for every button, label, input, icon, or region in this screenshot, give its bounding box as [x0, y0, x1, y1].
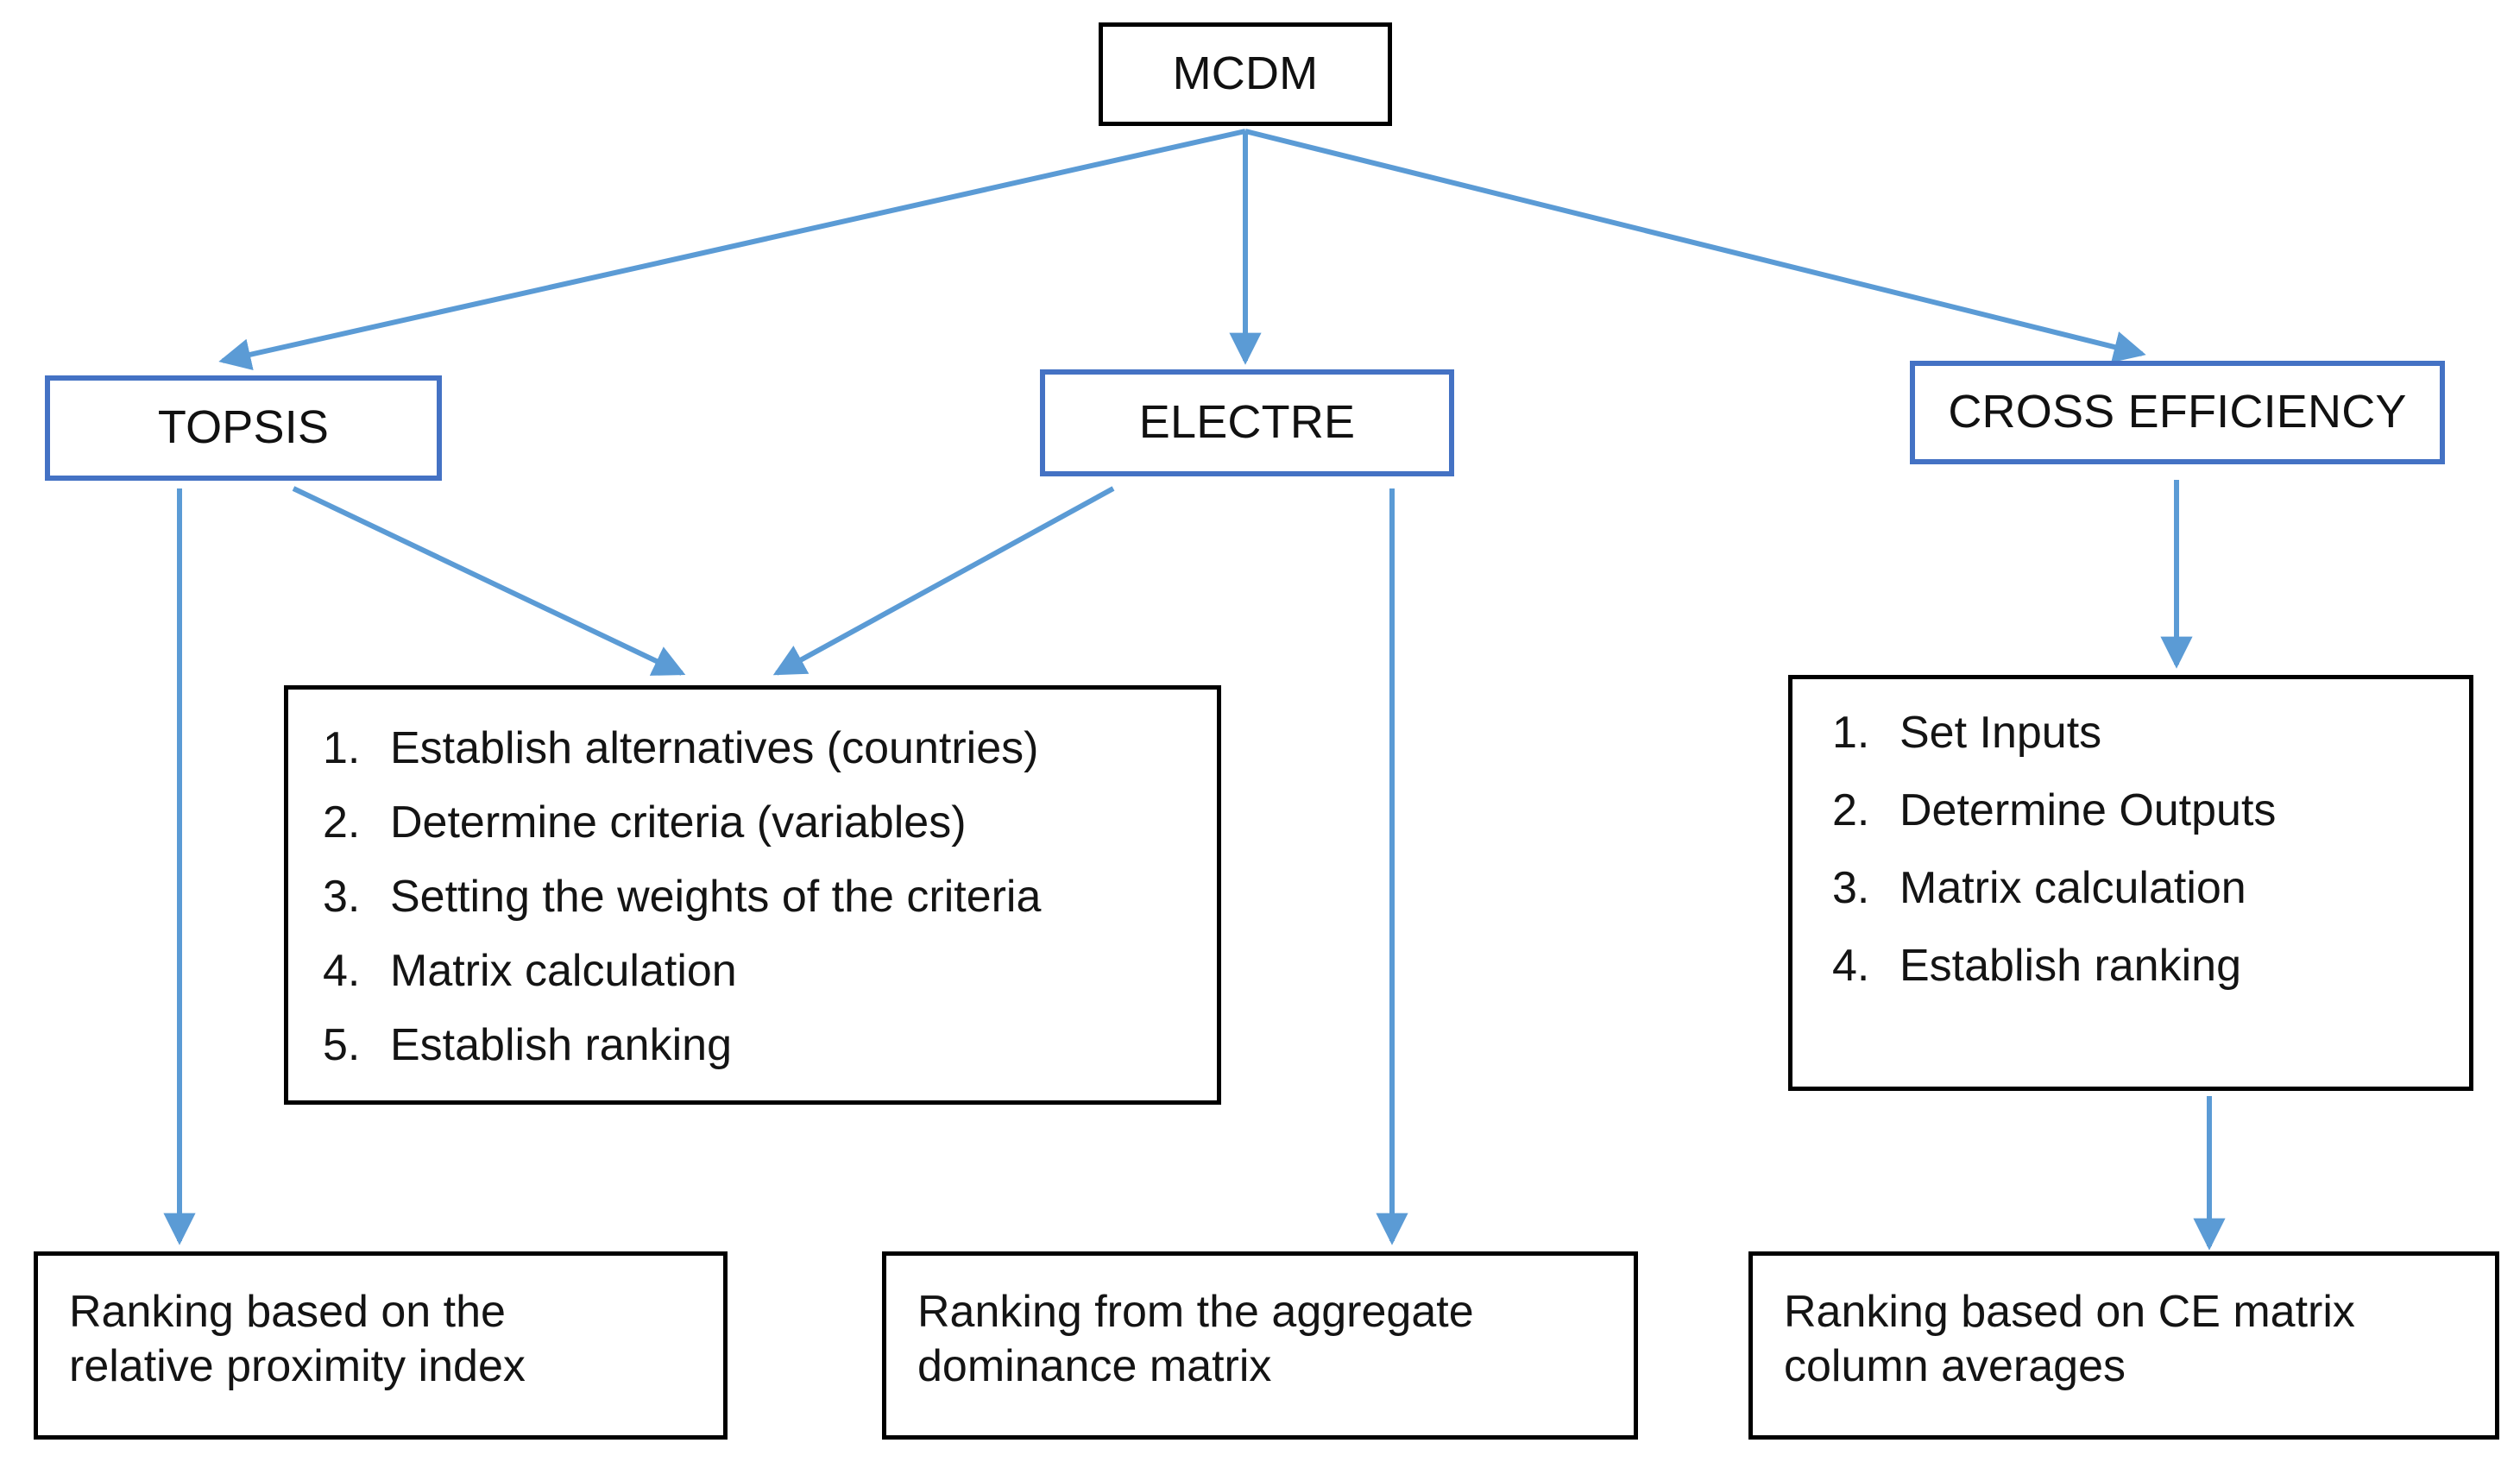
list-item: 4. Establish ranking — [1832, 943, 2469, 988]
connector-topsis-to-shared-steps — [292, 486, 686, 676]
step-text: Set Inputs — [1899, 708, 2102, 758]
node-electre[interactable]: ELECTRE — [1040, 369, 1454, 476]
electre-outcome-text: Ranking from the aggregate dominance mat… — [917, 1285, 1634, 1395]
step-text: Matrix calculation — [390, 946, 737, 996]
node-electre-label: ELECTRE — [1138, 396, 1356, 449]
topsis-outcome-text: Ranking based on the relative proximity … — [69, 1285, 723, 1395]
node-cross-efficiency-label: CROSS EFFICIENCY — [1948, 386, 2407, 438]
outcome-line: Ranking based on CE matrix — [1784, 1287, 2355, 1337]
step-number: 4. — [323, 946, 361, 996]
step-text: Establish alternatives (countries) — [390, 723, 1039, 773]
list-item: 3. Matrix calculation — [1832, 866, 2469, 911]
node-shared-steps[interactable]: 1. Establish alternatives (countries) 2.… — [284, 685, 1221, 1105]
step-number: 5. — [323, 1020, 361, 1070]
step-number: 3. — [1832, 863, 1870, 913]
outcome-line: column averages — [1784, 1341, 2126, 1392]
list-item: 5. Establish ranking — [323, 1023, 1217, 1068]
node-ce-outcome[interactable]: Ranking based on CE matrix column averag… — [1748, 1251, 2499, 1440]
node-topsis-label: TOPSIS — [157, 401, 330, 454]
step-number: 2. — [1832, 785, 1870, 835]
node-ce-steps[interactable]: 1. Set Inputs 2. Determine Outputs 3. Ma… — [1788, 675, 2473, 1091]
node-cross-efficiency[interactable]: CROSS EFFICIENCY — [1910, 361, 2445, 464]
outcome-line: relative proximity index — [69, 1341, 526, 1392]
step-number: 3. — [323, 872, 361, 922]
shared-steps-list: 1. Establish alternatives (countries) 2.… — [323, 726, 1217, 1068]
node-topsis[interactable]: TOPSIS — [45, 375, 442, 481]
list-item: 2. Determine criteria (variables) — [323, 800, 1217, 845]
step-text: Establish ranking — [1899, 941, 2241, 991]
step-number: 2. — [323, 797, 361, 848]
step-text: Matrix calculation — [1899, 863, 2246, 913]
outcome-line: Ranking based on the — [69, 1287, 506, 1337]
node-electre-outcome[interactable]: Ranking from the aggregate dominance mat… — [882, 1251, 1638, 1440]
connector-mcdm-to-topsis — [218, 129, 1246, 371]
list-item: 2. Determine Outputs — [1832, 788, 2469, 833]
list-item: 1. Set Inputs — [1832, 710, 2469, 755]
list-item: 3. Setting the weights of the criteria — [323, 874, 1217, 919]
list-item: 4. Matrix calculation — [323, 948, 1217, 993]
connector-mcdm-to-cross-efficiency — [1244, 129, 2146, 363]
connector-electre-to-shared-steps — [772, 486, 1115, 676]
outcome-line: Ranking from the aggregate — [917, 1287, 1474, 1337]
node-mcdm[interactable]: MCDM — [1099, 22, 1392, 126]
step-text: Establish ranking — [390, 1020, 732, 1070]
ce-outcome-text: Ranking based on CE matrix column averag… — [1784, 1285, 2495, 1395]
node-topsis-outcome[interactable]: Ranking based on the relative proximity … — [34, 1251, 728, 1440]
step-number: 1. — [1832, 708, 1870, 758]
step-text: Determine criteria (variables) — [390, 797, 967, 848]
step-number: 4. — [1832, 941, 1870, 991]
step-text: Determine Outputs — [1899, 785, 2277, 835]
node-mcdm-label: MCDM — [1172, 47, 1319, 100]
outcome-line: dominance matrix — [917, 1341, 1272, 1392]
list-item: 1. Establish alternatives (countries) — [323, 726, 1217, 771]
step-text: Setting the weights of the criteria — [390, 872, 1042, 922]
step-number: 1. — [323, 723, 361, 773]
ce-steps-list: 1. Set Inputs 2. Determine Outputs 3. Ma… — [1832, 710, 2469, 988]
